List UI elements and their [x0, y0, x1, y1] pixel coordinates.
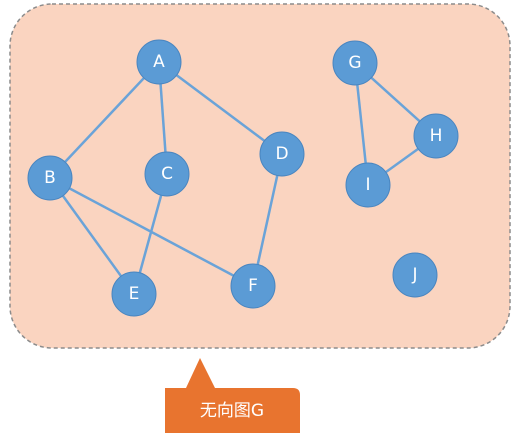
- node-circle: [259, 131, 305, 177]
- node-e: E: [111, 271, 157, 317]
- node-j: J: [392, 252, 438, 298]
- node-label: C: [161, 164, 173, 184]
- edge-b-e: [48, 177, 136, 295]
- node-a: A: [136, 39, 182, 85]
- node-h: H: [413, 113, 459, 159]
- node-circle: [27, 155, 73, 201]
- edge-d-f: [251, 153, 284, 287]
- node-label: I: [365, 175, 370, 195]
- node-circle: [111, 271, 157, 317]
- node-label: B: [44, 168, 56, 188]
- node-label: F: [248, 276, 258, 296]
- node-label: G: [348, 53, 361, 73]
- callout-shape: [165, 358, 300, 433]
- nodes-layer: A B C D E F G H I J: [27, 39, 459, 317]
- node-label: H: [430, 126, 443, 146]
- callout: 无向图G: [165, 358, 300, 433]
- node-label: D: [275, 144, 288, 164]
- node-circle: [413, 113, 459, 159]
- node-circle: [392, 252, 438, 298]
- node-circle: [230, 263, 276, 309]
- node-circle: [136, 39, 182, 85]
- node-b: B: [27, 155, 73, 201]
- node-i: I: [345, 162, 391, 208]
- callout-label: 无向图G: [200, 401, 264, 421]
- node-circle: [345, 162, 391, 208]
- edge-a-b: [49, 61, 160, 179]
- node-label: A: [153, 52, 165, 72]
- node-circle: [144, 151, 190, 197]
- node-g: G: [332, 40, 378, 86]
- node-c: C: [144, 151, 190, 197]
- node-label: E: [129, 284, 140, 304]
- edge-a-d: [158, 60, 283, 156]
- node-d: D: [259, 131, 305, 177]
- node-f: F: [230, 263, 276, 309]
- node-circle: [332, 40, 378, 86]
- node-label: J: [411, 265, 417, 285]
